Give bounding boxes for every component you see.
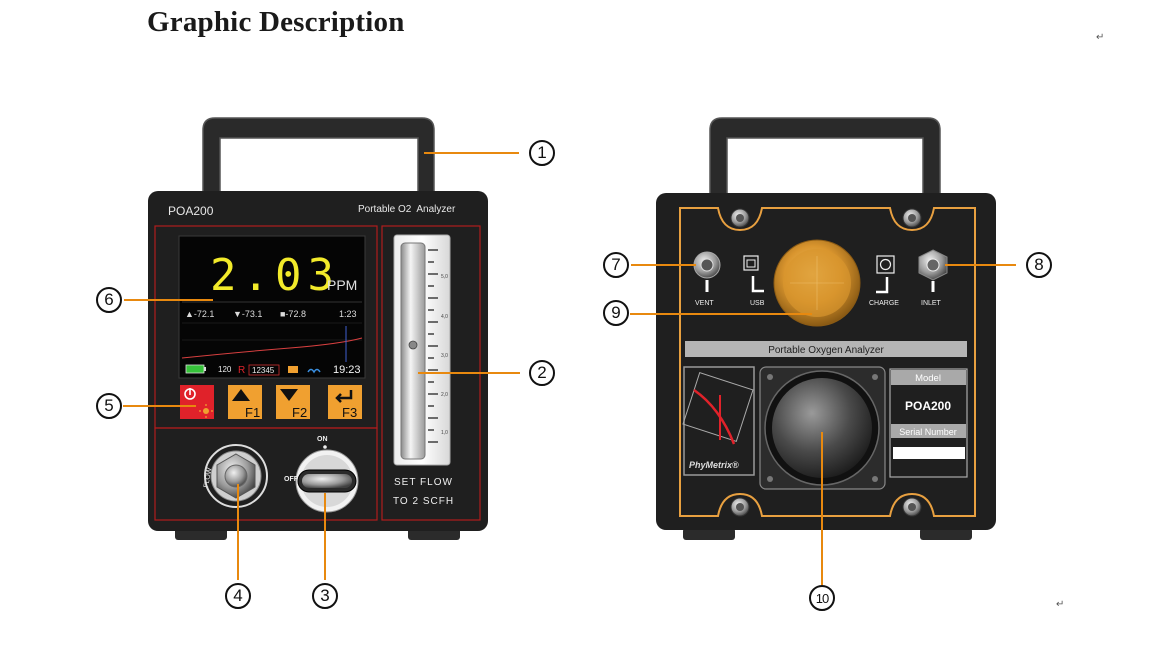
banner-bar bbox=[685, 341, 967, 357]
status-range: R bbox=[238, 365, 245, 376]
paragraph-mark: ↵ bbox=[1096, 32, 1105, 43]
status-number: 120 bbox=[218, 365, 232, 374]
callout-5: 5 bbox=[96, 393, 122, 419]
back-device: VENT USB CHARGE INLET bbox=[656, 117, 996, 540]
pump-icon bbox=[288, 366, 298, 373]
f2-button[interactable]: F2 bbox=[276, 385, 310, 420]
charge-port[interactable]: CHARGE bbox=[869, 255, 899, 307]
model-plate-value: POA200 bbox=[905, 399, 951, 413]
up-arrow-icon bbox=[232, 389, 250, 401]
banner-label: Portable Oxygen Analyzer bbox=[768, 345, 884, 356]
brass-sensor bbox=[773, 239, 861, 327]
battery-icon bbox=[185, 364, 205, 374]
page-heading: Graphic Description bbox=[147, 6, 405, 38]
usb-label: USB bbox=[750, 300, 765, 307]
scale-label: 1,0 bbox=[441, 430, 448, 436]
flow-instruction: SET FLOW bbox=[394, 477, 453, 488]
callout-2: 2 bbox=[529, 360, 555, 386]
sensor-cover bbox=[759, 366, 886, 490]
flowmeter: 5,0 4,0 3,0 2,0 1,0 SET FLOW TO 2 SCFH bbox=[393, 234, 454, 507]
flow-ball bbox=[408, 340, 418, 350]
flow-knob-label: FLOW bbox=[203, 467, 213, 489]
flow-knob[interactable]: FLOW bbox=[203, 444, 268, 508]
reading-unit: PPM bbox=[327, 277, 357, 293]
paragraph-mark: ↵ bbox=[1056, 599, 1065, 610]
down-arrow-icon bbox=[280, 389, 298, 401]
serial-label: Serial Number bbox=[899, 427, 957, 437]
callout-3: 3 bbox=[312, 583, 338, 609]
avg-value: ■-72.8 bbox=[280, 309, 306, 319]
f3-button[interactable]: F3 bbox=[328, 385, 362, 420]
back-panel-outline bbox=[679, 207, 976, 517]
callout-10: 10 bbox=[809, 585, 835, 611]
power-switch[interactable]: ON OFF bbox=[284, 436, 359, 513]
model-plate: Model POA200 Serial Number bbox=[889, 368, 968, 478]
screw bbox=[902, 497, 922, 517]
flow-scale-ticks bbox=[428, 249, 438, 443]
vent-label: VENT bbox=[695, 300, 714, 307]
time-range: 1:23 bbox=[339, 309, 357, 319]
callout-8: 8 bbox=[1026, 252, 1052, 278]
trend-line bbox=[181, 337, 363, 359]
handle bbox=[709, 117, 941, 197]
min-value: ▼-73.1 bbox=[233, 309, 262, 319]
callout-4: 4 bbox=[225, 583, 251, 609]
model-plate-label: Model bbox=[915, 373, 941, 384]
inlet-label: INLET bbox=[921, 300, 942, 307]
leader-lines bbox=[123, 152, 1016, 585]
foot bbox=[683, 528, 735, 540]
screw bbox=[902, 208, 922, 228]
callout-1: 1 bbox=[529, 140, 555, 166]
callout-9: 9 bbox=[603, 300, 629, 326]
enter-icon bbox=[335, 390, 353, 403]
control-frame bbox=[154, 427, 378, 521]
front-device: POA200 Portable O2 Analyzer 2.03 PPM ▲-7… bbox=[148, 117, 488, 540]
power-button[interactable] bbox=[180, 385, 214, 419]
f1-label: F1 bbox=[245, 405, 260, 420]
callout-6: 6 bbox=[96, 287, 122, 313]
flow-instruction: TO 2 SCFH bbox=[393, 496, 454, 507]
screw bbox=[730, 497, 750, 517]
f1-button[interactable]: F1 bbox=[228, 385, 262, 420]
switch-off-label: OFF bbox=[284, 476, 299, 483]
f3-label: F3 bbox=[342, 405, 357, 420]
status-code: 12345 bbox=[252, 366, 275, 375]
f2-label: F2 bbox=[292, 405, 307, 420]
foot bbox=[920, 528, 972, 540]
usb-port[interactable]: USB bbox=[743, 255, 765, 307]
scale-label: 2,0 bbox=[441, 392, 448, 398]
clock-time: 19:23 bbox=[333, 364, 361, 376]
reading-value: 2.03 bbox=[210, 250, 340, 301]
scale-label: 5,0 bbox=[441, 274, 448, 280]
handle bbox=[202, 117, 435, 195]
vent-port[interactable]: VENT bbox=[693, 251, 721, 307]
charge-label: CHARGE bbox=[869, 300, 899, 307]
inlet-port[interactable]: INLET bbox=[918, 249, 948, 307]
scale-label: 3,0 bbox=[441, 353, 448, 359]
callout-7: 7 bbox=[603, 252, 629, 278]
max-value: ▲-72.1 bbox=[185, 309, 214, 319]
scale-label: 4,0 bbox=[441, 314, 448, 320]
model-label: POA200 bbox=[168, 204, 214, 218]
brand-logo: PhyMetrix® bbox=[682, 366, 755, 476]
screw bbox=[730, 208, 750, 228]
switch-on-label: ON bbox=[317, 436, 328, 443]
lcd-screen: 2.03 PPM ▲-72.1 ▼-73.1 ■-72.8 1:23 120 R… bbox=[178, 235, 366, 379]
logo-text: PhyMetrix® bbox=[689, 460, 739, 470]
wave-icon bbox=[307, 368, 321, 374]
device-title: Portable O2 Analyzer bbox=[358, 204, 456, 215]
